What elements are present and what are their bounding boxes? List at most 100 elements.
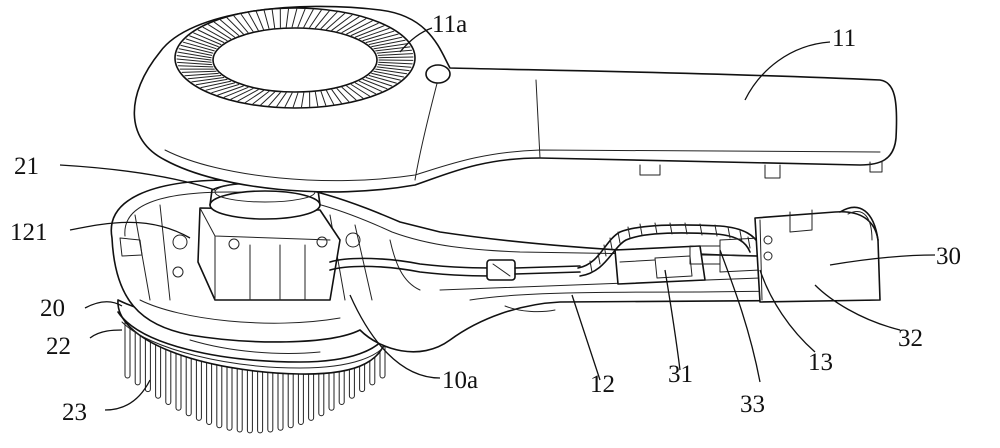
hose-rib bbox=[669, 222, 673, 235]
label-13: 13 bbox=[808, 349, 833, 376]
grille-rib bbox=[268, 92, 281, 107]
motor-assembly bbox=[197, 181, 341, 301]
grille-rib bbox=[177, 51, 212, 59]
leader-lines bbox=[59, 27, 936, 411]
grille-rib bbox=[178, 48, 213, 56]
grille-rib bbox=[354, 25, 385, 38]
hose-rib bbox=[639, 223, 643, 236]
grille-rib bbox=[213, 21, 236, 38]
grille-rib bbox=[202, 26, 228, 42]
grille-rib bbox=[185, 38, 217, 50]
grille-rib bbox=[326, 90, 335, 105]
hose-rib bbox=[739, 230, 743, 243]
hose-rib bbox=[714, 224, 718, 237]
grille-rib bbox=[200, 80, 232, 89]
grille-rib bbox=[314, 91, 319, 107]
hose-rib bbox=[603, 244, 607, 257]
hose-rib bbox=[589, 260, 593, 273]
grille-rib bbox=[197, 29, 225, 43]
grille-rib bbox=[292, 92, 299, 108]
grille-rib bbox=[354, 82, 377, 95]
grille-rib bbox=[376, 66, 410, 72]
hose-rib bbox=[684, 222, 688, 235]
grille-rib bbox=[226, 17, 244, 35]
label-32: 32 bbox=[898, 325, 923, 352]
grille-rib bbox=[375, 68, 408, 75]
grille-rib bbox=[205, 82, 236, 91]
grille-rib bbox=[350, 84, 370, 97]
hose-rib bbox=[627, 226, 631, 239]
hose-rib bbox=[699, 223, 703, 236]
grille-rib bbox=[314, 10, 330, 29]
grille-rib bbox=[336, 16, 360, 32]
grille-rib bbox=[291, 8, 298, 28]
grille-rib bbox=[220, 19, 240, 36]
label-11: 11 bbox=[832, 25, 856, 52]
grille-rib bbox=[217, 85, 244, 96]
grille-rib bbox=[297, 8, 306, 28]
grille-rib bbox=[176, 55, 212, 61]
grille-rib bbox=[237, 89, 259, 102]
grille-rib bbox=[195, 78, 228, 86]
grille-rib bbox=[320, 11, 338, 30]
label-10a: 10a bbox=[442, 367, 478, 394]
grille-rib bbox=[189, 35, 219, 48]
label-11a: 11a bbox=[432, 11, 467, 38]
grille-rib bbox=[244, 90, 264, 103]
grille-rib bbox=[309, 9, 322, 28]
hose-and-wiring bbox=[329, 222, 761, 285]
grille-rib bbox=[177, 61, 213, 66]
grille-rib bbox=[181, 70, 217, 73]
grille-rib bbox=[373, 43, 409, 50]
grille-rib bbox=[193, 32, 222, 45]
label-23: 23 bbox=[62, 399, 87, 426]
grille-rib bbox=[263, 10, 270, 30]
label-33: 33 bbox=[740, 391, 765, 418]
hose-rib bbox=[609, 237, 613, 250]
grille-rib bbox=[252, 90, 270, 105]
grille-rib bbox=[368, 75, 397, 84]
grille-rib bbox=[331, 89, 342, 104]
grille-rib bbox=[301, 92, 305, 108]
grille-rib bbox=[260, 91, 276, 106]
grille-rib bbox=[331, 14, 353, 31]
grille-rib bbox=[230, 88, 254, 100]
grille-rib bbox=[303, 9, 314, 28]
grille-rib bbox=[320, 90, 327, 106]
grille-rib bbox=[378, 61, 413, 65]
label-21: 21 bbox=[14, 153, 39, 180]
label-31: 31 bbox=[668, 361, 693, 388]
grille-rib bbox=[362, 30, 395, 42]
hose-rib bbox=[597, 252, 601, 265]
grille-rib bbox=[358, 80, 382, 92]
grille-rib bbox=[341, 86, 357, 101]
label-30: 30 bbox=[936, 243, 961, 270]
grille-rib bbox=[233, 15, 249, 34]
part-labels: 11a 11 21 121 20 22 23 10a 12 31 33 13 3… bbox=[10, 11, 961, 426]
grille-rib bbox=[365, 33, 399, 43]
upper-housing bbox=[133, 5, 898, 193]
grille-rib bbox=[182, 41, 215, 52]
grille-rib bbox=[377, 53, 413, 56]
grille-rib bbox=[376, 49, 412, 54]
hose-rib bbox=[617, 231, 621, 244]
hose-rib bbox=[654, 222, 658, 235]
label-121: 121 bbox=[10, 219, 48, 246]
grille-rib bbox=[276, 92, 287, 107]
grille-rib bbox=[350, 22, 379, 36]
grille-rib bbox=[284, 92, 293, 108]
air-grille-11a bbox=[176, 8, 414, 108]
grille-rib bbox=[368, 36, 403, 45]
grille-rib bbox=[180, 44, 214, 54]
grille-rib bbox=[191, 77, 225, 83]
grille-rib bbox=[346, 20, 373, 35]
grille-rib bbox=[346, 85, 364, 99]
grille-rib bbox=[326, 13, 346, 30]
battery-compartment bbox=[754, 206, 881, 303]
grille-rib bbox=[371, 72, 401, 81]
grille-rib bbox=[184, 72, 219, 77]
grille-rib bbox=[211, 84, 240, 94]
grille-rib bbox=[178, 65, 214, 68]
